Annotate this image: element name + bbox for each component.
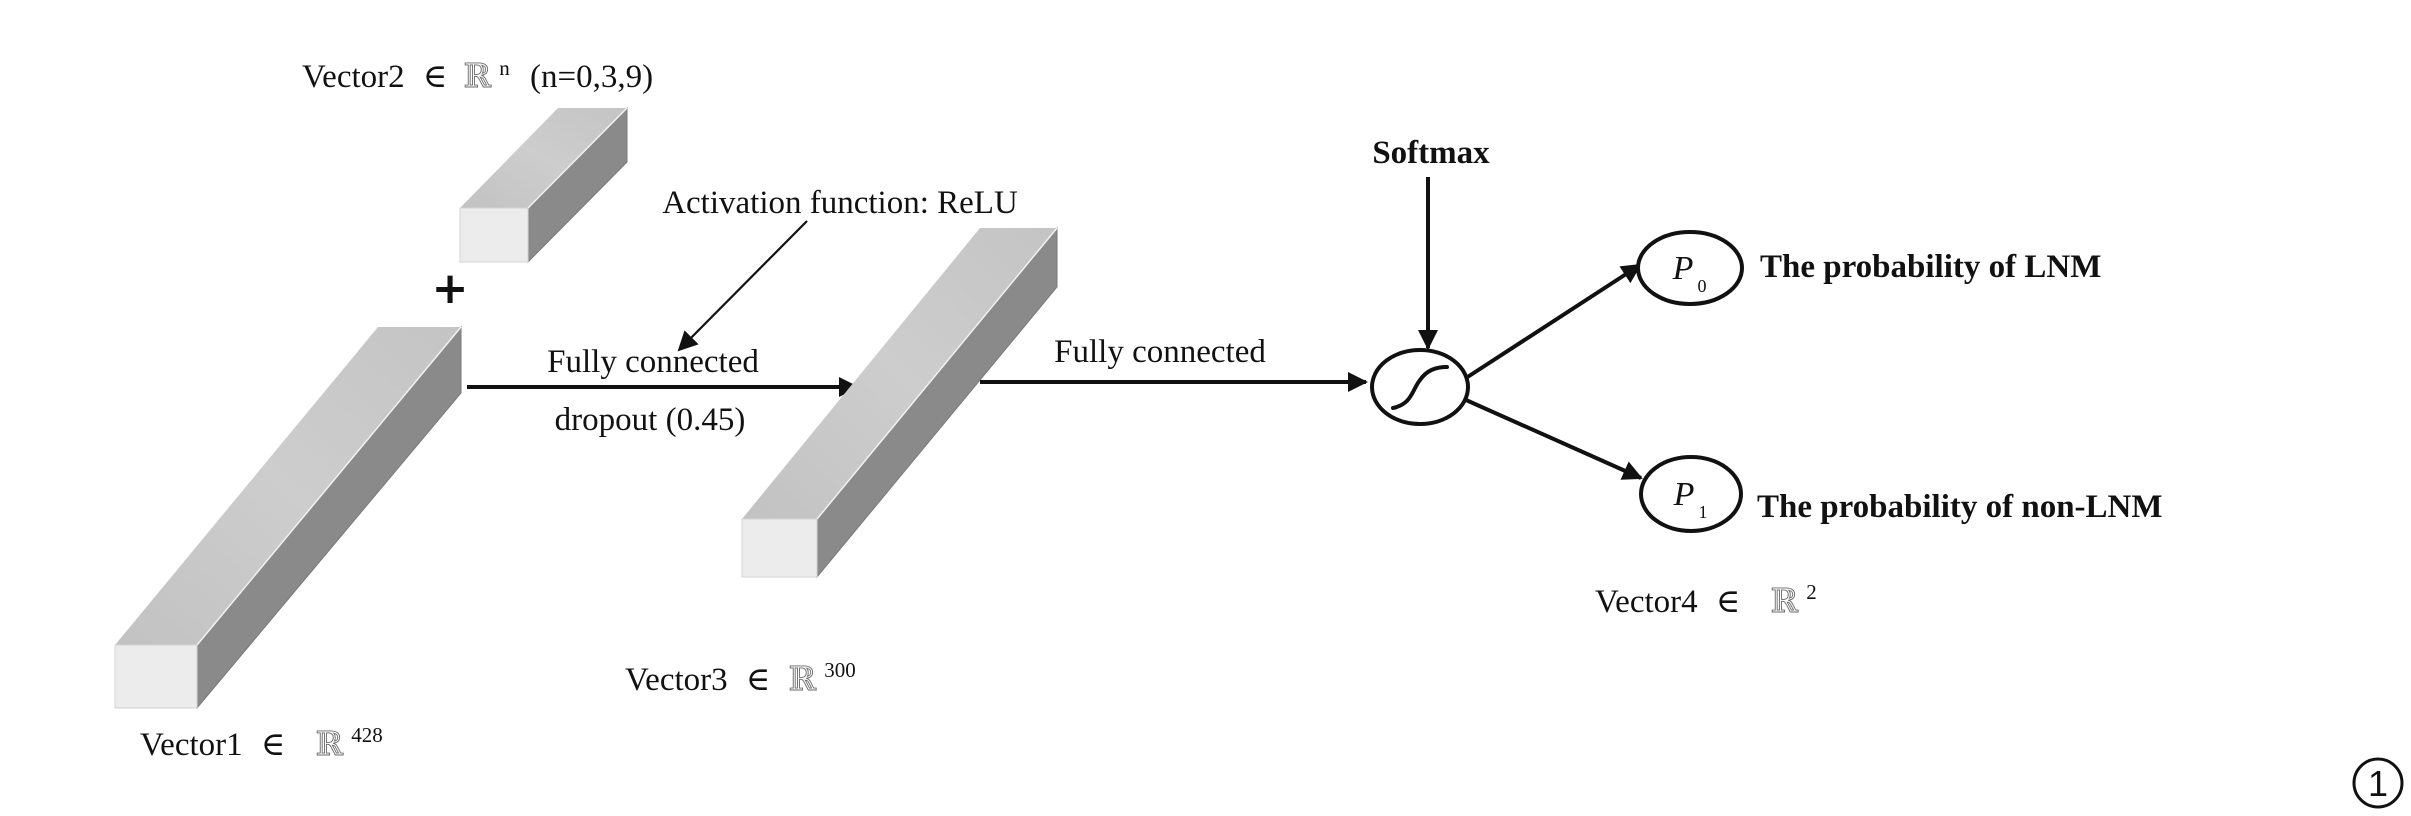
softmax-node-circle — [1370, 348, 1470, 426]
vector1-name: Vector1 — [140, 727, 243, 763]
output-arrow-p0 — [1464, 263, 1642, 380]
vector1-label: Vector1 ∈ ℝ 428 — [140, 723, 383, 763]
vector3-bar-top-face — [742, 228, 1057, 519]
real-space-symbol: ℝ — [1771, 584, 1799, 620]
softmax-label: Softmax — [1372, 135, 1490, 171]
panel-marker-circle — [2352, 757, 2404, 809]
vector2-label: Vector2 ∈ ℝ n (n=0,3,9) — [302, 47, 653, 95]
real-space-symbol: ℝ — [316, 727, 344, 763]
output-label-lnm: The probability of LNM — [1760, 249, 2101, 285]
dropout-label: dropout (0.45) — [555, 402, 746, 438]
output-arrow-p1 — [1465, 398, 1643, 480]
output-symbol-p0: P — [1672, 250, 1694, 287]
vector2-bar — [459, 106, 628, 264]
vector1-dimension: 428 — [351, 723, 383, 747]
real-space-symbol: ℝ — [789, 662, 817, 698]
vector2-dimension-note: (n=0,3,9) — [530, 59, 653, 95]
output-node-p1-circle — [1639, 455, 1743, 533]
vector4-label: Vector4 ∈ ℝ 2 — [1595, 580, 1817, 620]
vector3-bar-edge — [816, 227, 1058, 520]
output-node-p0: P 0 — [1636, 230, 1744, 306]
fully-connected-label-1: Fully connected — [547, 344, 759, 380]
activation-function-label: Activation function: ReLU — [662, 185, 1018, 221]
element-of-symbol: ∈ — [1716, 584, 1740, 620]
softmax-node — [1370, 348, 1470, 426]
vector1-bar-top-face — [115, 327, 461, 645]
vector2-bar-top-face — [460, 108, 627, 208]
vector3-dimension: 300 — [824, 658, 856, 682]
panel-marker: 1 — [2352, 757, 2404, 809]
output-subscript-p0: 0 — [1698, 276, 1707, 296]
element-of-symbol: ∈ — [423, 59, 447, 95]
vector4-dimension: 2 — [1806, 580, 1817, 604]
output-node-p0-circle — [1636, 230, 1744, 306]
vector1-bar-edge — [196, 326, 462, 646]
vector3-bar — [741, 226, 1058, 579]
element-of-symbol: ∈ — [746, 662, 770, 698]
output-node-p1: P 1 — [1639, 455, 1743, 533]
activation-pointer-arrow — [677, 220, 808, 352]
vector3-label: Vector3 ∈ ℝ 300 — [625, 658, 856, 698]
vector4-name: Vector4 — [1595, 584, 1698, 620]
real-space-symbol: ℝ — [464, 59, 492, 95]
vector3-bar-front-face — [741, 518, 818, 578]
output-subscript-p1: 1 — [1699, 502, 1708, 522]
vector2-bar-front-face — [459, 207, 529, 263]
vector2-bar-edge — [527, 107, 628, 209]
vector2-name: Vector2 — [302, 59, 405, 95]
output-label-non-lnm: The probability of non-LNM — [1757, 489, 2163, 525]
vector2-dimension: n — [499, 56, 510, 80]
output-symbol-p1: P — [1673, 476, 1695, 513]
concatenate-plus-icon: + — [432, 263, 469, 314]
sigmoid-curve-icon — [1391, 365, 1449, 410]
panel-marker-number: 1 — [2368, 763, 2388, 804]
element-of-symbol: ∈ — [261, 727, 285, 763]
vector3-name: Vector3 — [625, 662, 728, 698]
fully-connected-label-2: Fully connected — [1054, 334, 1266, 370]
vector1-bar — [114, 325, 462, 710]
vector1-bar-front-face — [114, 644, 198, 709]
